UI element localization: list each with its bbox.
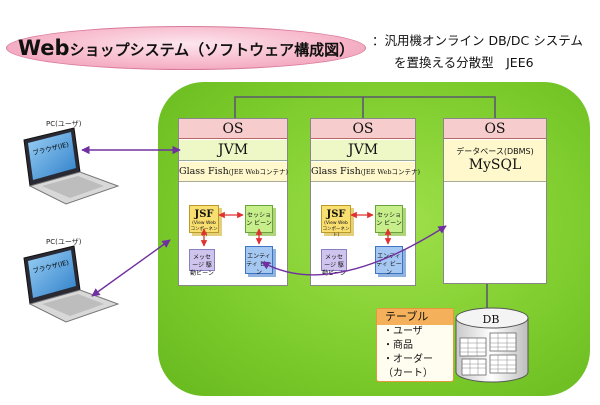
message-driven-bean: メッセージ 駆動ビーン — [189, 249, 215, 277]
pc-label: PC(ユーザ) — [46, 238, 82, 246]
dbms-label: データベース(DBMS) — [456, 147, 534, 156]
glassfish-label: Glass Fish — [311, 166, 361, 177]
glassfish-sublabel: (JEE Webコンテナ) — [360, 168, 421, 176]
os-layer: OS — [179, 119, 287, 139]
diagram-subtitle: ：汎用機オンライン DB/DC システム を置換える分散型 JEE6 — [372, 30, 598, 74]
table-item: ・ユーザ — [383, 326, 423, 337]
title-banner: Webショップシステム（ソフトウェア構成図） — [6, 26, 366, 70]
table-list: テーブル ・ユーザ ・商品 ・オーダー （カート） — [376, 308, 454, 382]
db-server: OS データベース(DBMS) MySQL — [443, 118, 547, 284]
table-item: ・商品 — [383, 340, 413, 351]
network-bus — [234, 96, 364, 118]
db-label: DB — [482, 313, 500, 326]
table-list-header: テーブル — [377, 309, 453, 325]
jsf-title: JSF — [326, 209, 346, 220]
glassfish-layer: Glass Fish(JEE Webコンテナ) — [179, 162, 289, 182]
jvm-layer: JVM — [311, 140, 415, 161]
network-bus-db — [363, 96, 496, 118]
title-web: Web — [17, 36, 70, 60]
table-item: （カート） — [383, 368, 433, 379]
table-icon — [459, 337, 487, 357]
pc-label: PC(ユーザ) — [46, 120, 82, 128]
laptop-icon — [23, 245, 120, 323]
glassfish-sublabel: (JEE Webコンテナ) — [228, 168, 289, 176]
mysql-label: MySQL — [468, 157, 522, 173]
title-rest: ショップシステム（ソフトウェア構成図） — [69, 41, 355, 59]
subtitle-line2: を置換える分散型 JEE6 — [394, 55, 534, 70]
db-table-icons — [459, 332, 517, 376]
jsf-title: JSF — [194, 209, 214, 220]
table-item: ・オーダー — [383, 354, 433, 365]
http-arrow-pc2 — [91, 239, 171, 297]
diagram-title: Webショップシステム（ソフトウェア構成図） — [18, 36, 354, 60]
dbms-layer: データベース(DBMS) MySQL — [444, 140, 546, 182]
os-layer: OS — [444, 119, 546, 139]
os-layer: OS — [311, 119, 415, 139]
jvm-layer: JVM — [179, 140, 287, 161]
table-icon — [489, 332, 517, 352]
glassfish-layer: Glass Fish(JEE Webコンテナ) — [311, 162, 420, 182]
subtitle-line1: ：汎用機オンライン DB/DC システム — [372, 33, 583, 48]
laptop-icon — [23, 127, 120, 205]
table-icon — [489, 354, 517, 374]
db-access-arrow — [261, 225, 447, 276]
glassfish-label: Glass Fish — [179, 166, 229, 177]
table-icon — [461, 358, 487, 376]
